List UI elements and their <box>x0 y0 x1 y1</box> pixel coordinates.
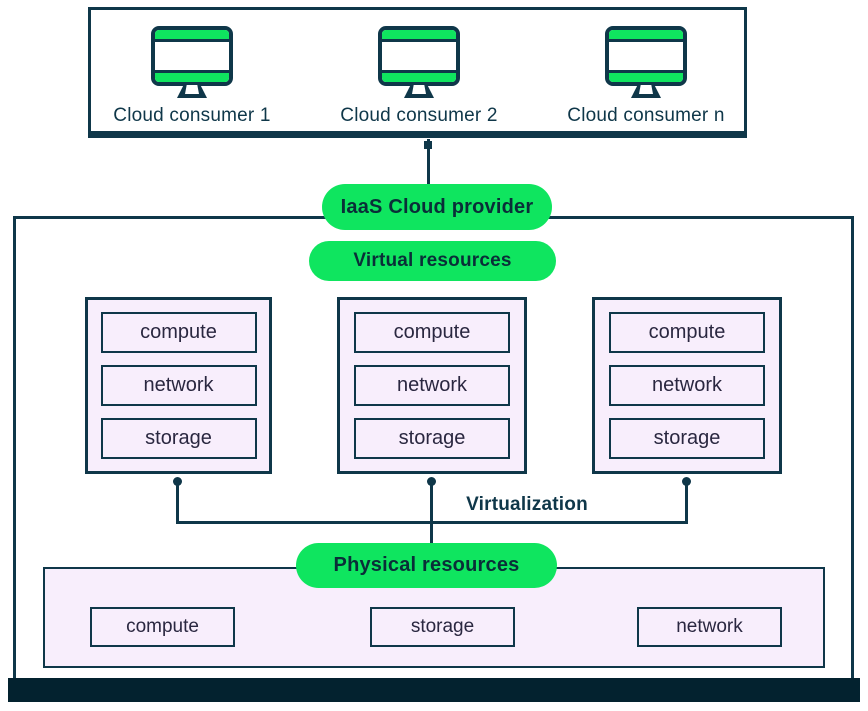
monitor-stand-icon <box>631 85 661 98</box>
virtual-compute-box: compute <box>100 312 257 353</box>
virtual-network-box: network <box>609 365 765 406</box>
monitor-screen <box>609 42 683 70</box>
connector-consumers-to-provider <box>427 139 430 185</box>
virtualization-label: Virtualization <box>466 494 588 515</box>
connector-right-stub <box>685 478 688 524</box>
monitor-top-bar <box>382 30 456 42</box>
connector-left-stub <box>176 478 179 524</box>
monitor-screen <box>155 42 229 70</box>
virtual-storage-box: storage <box>609 418 765 459</box>
physical-storage-box: storage <box>370 607 515 647</box>
virtual-storage-box: storage <box>100 418 257 459</box>
monitor-stand-icon <box>404 85 434 98</box>
connector-bus-to-physical <box>430 521 433 546</box>
cloud-consumer-2-label: Cloud consumer 2 <box>340 105 498 126</box>
monitor-top-bar <box>155 30 229 42</box>
virtual-network-box: network <box>354 365 510 406</box>
virtual-network-box: network <box>100 365 257 406</box>
cloud-consumer-1: Cloud consumer 1 <box>97 26 287 127</box>
monitor-stand-inner <box>412 85 426 94</box>
virtual-compute-box: compute <box>354 312 510 353</box>
physical-compute-box: compute <box>90 607 235 647</box>
cloud-consumers-box: Cloud consumer 1 Cloud consumer 2 Cloud … <box>88 7 747 138</box>
monitor-stand-inner <box>639 85 653 94</box>
virtual-column-3: compute network storage <box>592 297 782 474</box>
connector-center-stub <box>430 478 433 524</box>
monitor-bottom-bar <box>155 70 229 82</box>
virtual-column-2: compute network storage <box>337 297 527 474</box>
cloud-consumer-n: Cloud consumer n <box>551 26 741 127</box>
monitor-bottom-bar <box>609 70 683 82</box>
monitor-screen <box>382 42 456 70</box>
monitor-bottom-bar <box>382 70 456 82</box>
monitor-icon <box>151 26 233 86</box>
virtual-compute-box: compute <box>609 312 765 353</box>
monitor-icon <box>605 26 687 86</box>
cloud-consumer-1-label: Cloud consumer 1 <box>113 105 271 126</box>
provider-box-bottom-bar <box>8 678 860 702</box>
virtual-storage-box: storage <box>354 418 510 459</box>
monitor-top-bar <box>609 30 683 42</box>
physical-resources-pill: Physical resources <box>296 543 557 588</box>
virtual-column-1: compute network storage <box>85 297 272 474</box>
cloud-consumer-2: Cloud consumer 2 <box>324 26 514 127</box>
monitor-stand-icon <box>177 85 207 98</box>
physical-network-box: network <box>637 607 782 647</box>
monitor-stand-inner <box>185 85 199 94</box>
cloud-consumer-n-label: Cloud consumer n <box>567 105 725 126</box>
monitor-icon <box>378 26 460 86</box>
virtual-resources-pill: Virtual resources <box>309 241 556 281</box>
iaas-cloud-provider-pill: IaaS Cloud provider <box>322 184 552 230</box>
